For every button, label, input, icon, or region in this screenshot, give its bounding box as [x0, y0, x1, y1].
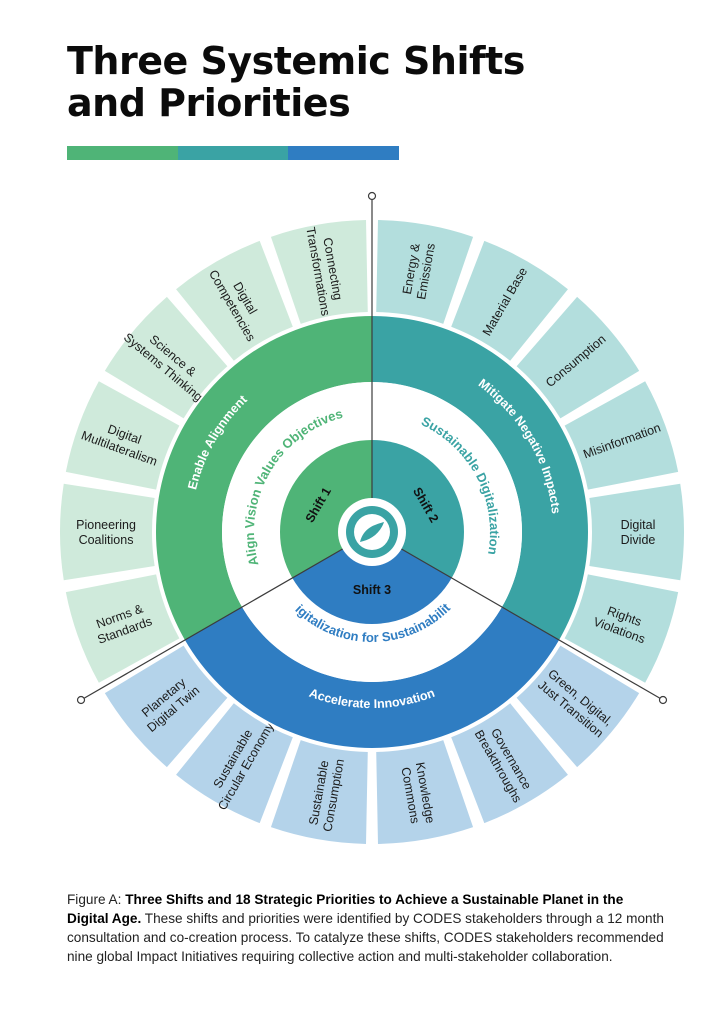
priority-label-energy-emissions: Energy &Emissions: [399, 240, 437, 301]
ring-band-shift-1: [155, 316, 372, 640]
priority-segment-misinformation: [564, 381, 679, 490]
priority-segment-pioneering-coalitions: [60, 483, 155, 581]
priority-segment-green-digital-just-transition: [516, 645, 640, 768]
caption-bold-title: Three Shifts and 18 Strategic Priorities…: [67, 892, 624, 926]
priority-segment-material-base: [451, 240, 568, 361]
priority-segment-sustainable-consumption: [270, 740, 368, 844]
priority-segment-rights-violations: [564, 574, 679, 683]
priority-segment-digital-multilateralism: [65, 381, 180, 490]
page-title-line-2: and Priorities: [67, 81, 351, 125]
page-title-line-1: Three Systemic Shifts: [67, 39, 525, 83]
divider-endpoint-marker: [76, 695, 86, 705]
title-bar-segment-blue: [288, 146, 400, 160]
caption-body: These shifts and priorities were identif…: [67, 911, 664, 964]
ring-band-shift-3: [184, 607, 560, 748]
priority-segment-digital-divide: [589, 483, 684, 581]
priority-segment-planetary-digital-twin: [104, 645, 228, 768]
priority-segment-knowledge-commons: [376, 740, 474, 844]
caption-prefix: Figure A:: [67, 892, 126, 907]
priority-segment-energy-emissions: [376, 220, 474, 324]
priority-segment-consumption: [516, 296, 640, 419]
priority-segment-science-systems-thinking: [104, 296, 228, 419]
priority-segment-norms-standards: [65, 574, 180, 683]
page-title: Three Systemic Shifts and Priorities: [67, 40, 525, 124]
priority-segment-connecting-transformations: [270, 220, 368, 324]
title-bar-segment-green: [67, 146, 178, 160]
title-bar-segment-teal: [177, 146, 289, 160]
divider-endpoint-marker: [658, 695, 668, 705]
priority-segment-digital-competencies: [176, 240, 293, 361]
priority-segment-sustainable-circular-economy: [176, 703, 293, 824]
title-color-bar: [67, 146, 400, 160]
ring-band-shift-2: [372, 316, 588, 640]
divider-endpoint-marker: [367, 191, 377, 201]
shift-divider-line: [401, 548, 664, 701]
priority-segment-governance-breakthroughs: [451, 703, 568, 824]
figure-caption: Figure A: Three Shifts and 18 Strategic …: [67, 890, 667, 966]
leaf-circuit-icon: [360, 522, 384, 542]
shift-label-shift-3: Shift 3: [353, 583, 391, 597]
shift-divider-line: [80, 548, 343, 701]
